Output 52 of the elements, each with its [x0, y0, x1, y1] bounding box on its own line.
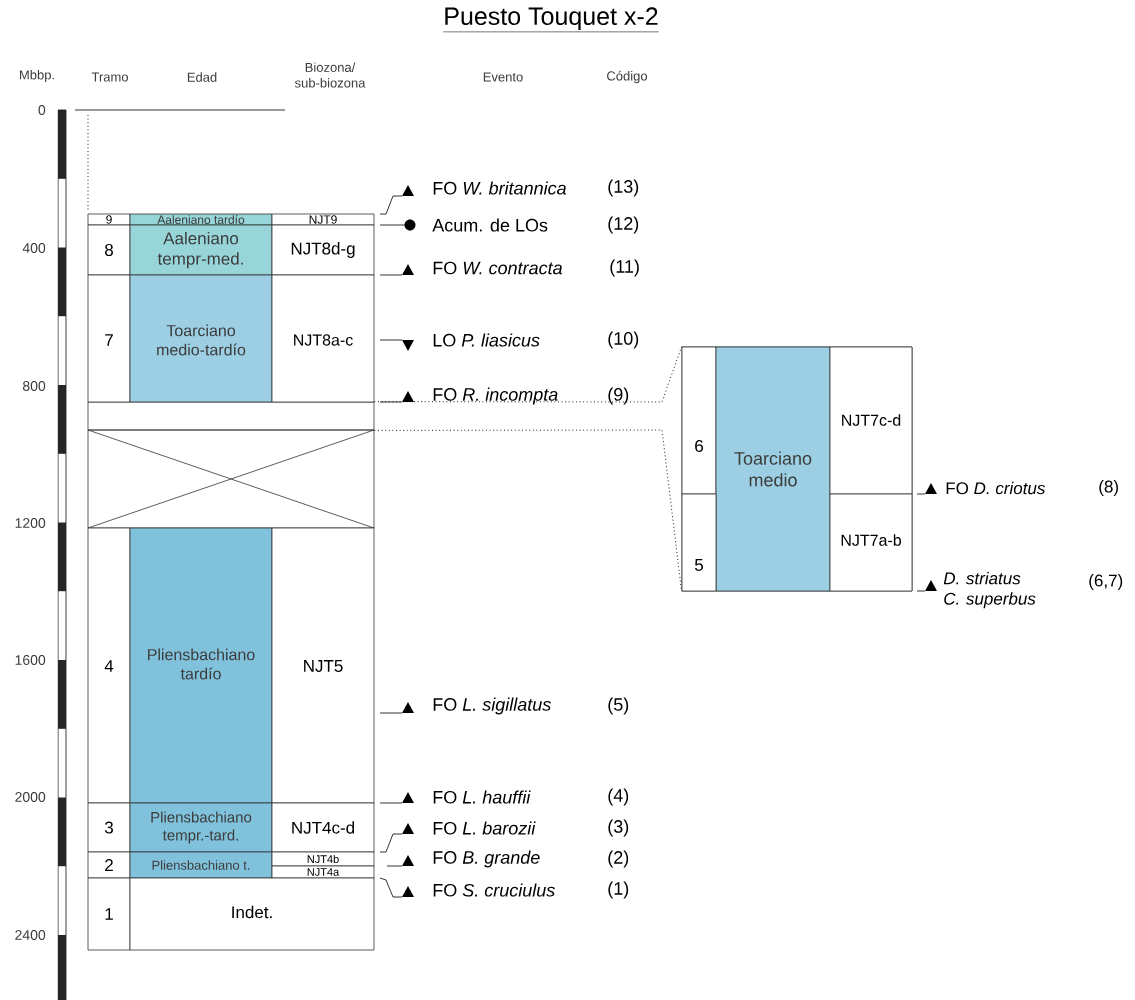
event-text: Acum. de LOs [432, 218, 548, 232]
event-code: (4) [608, 788, 629, 806]
event-text: FO W. contracta [433, 261, 562, 275]
event-code: (2) [608, 850, 629, 868]
depth-label: 1600 [15, 655, 46, 665]
event-code: (8) [1099, 480, 1118, 496]
event-text: FO L. sigillatus [433, 697, 551, 715]
table-cell: Toarciano medio [715, 346, 831, 592]
depth-label: 2000 [15, 792, 46, 802]
column-header: Evento [483, 72, 523, 82]
event-text: FO S. cruciulus [433, 883, 555, 897]
event-code: (9) [608, 387, 629, 405]
table-cell: NJT7a-b [829, 493, 913, 592]
event-code: (6,7) [1089, 574, 1123, 590]
depth-label: 0 [38, 105, 46, 115]
event-text: D. striatus C. superbus [943, 571, 1036, 609]
event-code: (5) [608, 697, 629, 715]
event-text: FO B. grande [433, 850, 540, 868]
event-code: (11) [610, 259, 639, 277]
table-cell: 3 [87, 802, 131, 853]
event-code: (12) [608, 216, 639, 234]
event-text: FO L. hauffii [433, 790, 531, 804]
depth-label: 2400 [15, 930, 46, 940]
table-cell: 2 [87, 851, 131, 879]
event-text: FO L. barozii [433, 821, 536, 835]
table-cell: NJT4b [271, 851, 375, 867]
column-header: Biozona/ sub-biozona [294, 62, 366, 88]
table-cell: Aaleniano tardío [129, 213, 273, 226]
column-header: Mbbp. [20, 69, 54, 83]
table-cell: Pliensbachiano t. [129, 851, 273, 879]
table-cell: NJT7c-d [829, 346, 913, 495]
depth-label: 1200 [15, 518, 46, 528]
title: Puesto Touquet x-2 [443, 7, 659, 33]
table-cell: NJT4a [271, 865, 375, 879]
column-header: Edad [187, 72, 217, 82]
event-text: FO W. britannica [433, 181, 566, 195]
table-cell: 6 [681, 346, 717, 495]
event-text: LO P. liasicus [433, 333, 540, 347]
table-cell: 5 [681, 493, 717, 592]
event-code: (1) [608, 881, 629, 899]
depth-label: 400 [22, 243, 46, 253]
event-code: (13) [608, 179, 639, 197]
column-header: Código [607, 70, 648, 84]
table-cell: Toarciano medio-tardío [129, 274, 273, 403]
event-code: (10) [608, 331, 639, 349]
table-cell: NJT9 [271, 213, 375, 226]
table-cell: Pliensbachiano tempr.-tard. [129, 802, 273, 853]
column-header: Tramo [91, 72, 128, 82]
event-text: FO D. criotus [946, 481, 1046, 495]
event-text: FO R. incompta [433, 387, 558, 405]
event-code: (3) [608, 819, 629, 837]
depth-label: 800 [23, 381, 46, 391]
